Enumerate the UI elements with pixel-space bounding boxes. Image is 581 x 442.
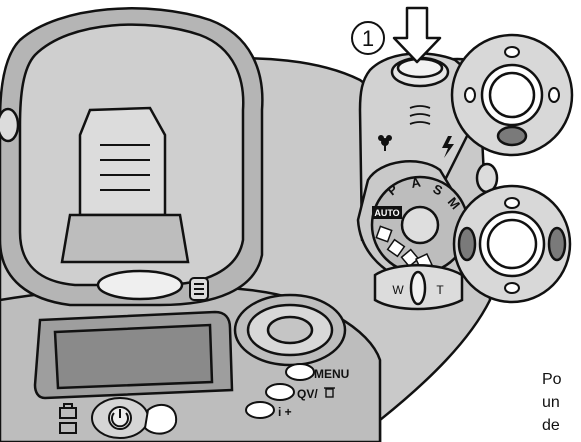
- camera-mode-icon: [59, 403, 77, 434]
- up-key-2: [504, 197, 520, 209]
- info-button-label: i +: [278, 405, 292, 419]
- caption-line: un: [542, 394, 560, 411]
- zoom-wide-label: W: [392, 283, 404, 297]
- step-number-badge: 1: [351, 21, 385, 55]
- auto-mode-label: AUTO: [374, 208, 399, 218]
- instruction-caption: Po un de: [542, 368, 581, 437]
- macro-icon: [378, 135, 392, 151]
- qv-delete-button[interactable]: QV/: [265, 383, 335, 401]
- diopter-wheel: [189, 277, 209, 301]
- info-button[interactable]: i +: [245, 401, 292, 419]
- speaker-grille: [409, 105, 431, 125]
- controller-callout-down: [450, 33, 574, 157]
- qv-button-label: QV/: [297, 387, 318, 401]
- eyepiece-ridges: [100, 144, 150, 191]
- left-key: [464, 87, 476, 103]
- down-key-highlighted: [496, 125, 528, 147]
- zoom-tele-label: T: [436, 283, 444, 297]
- eyepiece: [78, 106, 167, 217]
- power-slider[interactable]: [143, 403, 178, 435]
- power-switch[interactable]: [91, 397, 149, 439]
- zoom-lever[interactable]: W T: [373, 264, 464, 311]
- right-key: [548, 87, 560, 103]
- right-key-highlighted: [547, 226, 567, 262]
- left-key-highlighted: [457, 226, 477, 262]
- down-key-2: [504, 282, 520, 294]
- controller-callout-left-right: [452, 184, 572, 304]
- trash-icon: [324, 387, 335, 398]
- shutter-button[interactable]: [390, 56, 450, 88]
- flash-icon: [442, 136, 454, 158]
- auto-mode-badge: [372, 206, 402, 219]
- up-key: [504, 46, 520, 58]
- eyepiece-window: [96, 269, 184, 301]
- step-number-label: 1: [362, 26, 374, 51]
- caption-line: Po: [542, 371, 562, 388]
- strap-lug-left: [0, 107, 20, 143]
- lens-barrel: [0, 7, 264, 307]
- caption-line: de: [542, 417, 560, 434]
- down-arrow-icon: [392, 6, 442, 64]
- a-mode-label: A: [410, 174, 422, 191]
- menu-button[interactable]: MENU: [285, 363, 349, 381]
- controller-pad[interactable]: [233, 293, 347, 367]
- mode-dial[interactable]: [356, 160, 475, 287]
- menu-button-label: MENU: [314, 367, 349, 381]
- lcd-monitor: [33, 310, 234, 400]
